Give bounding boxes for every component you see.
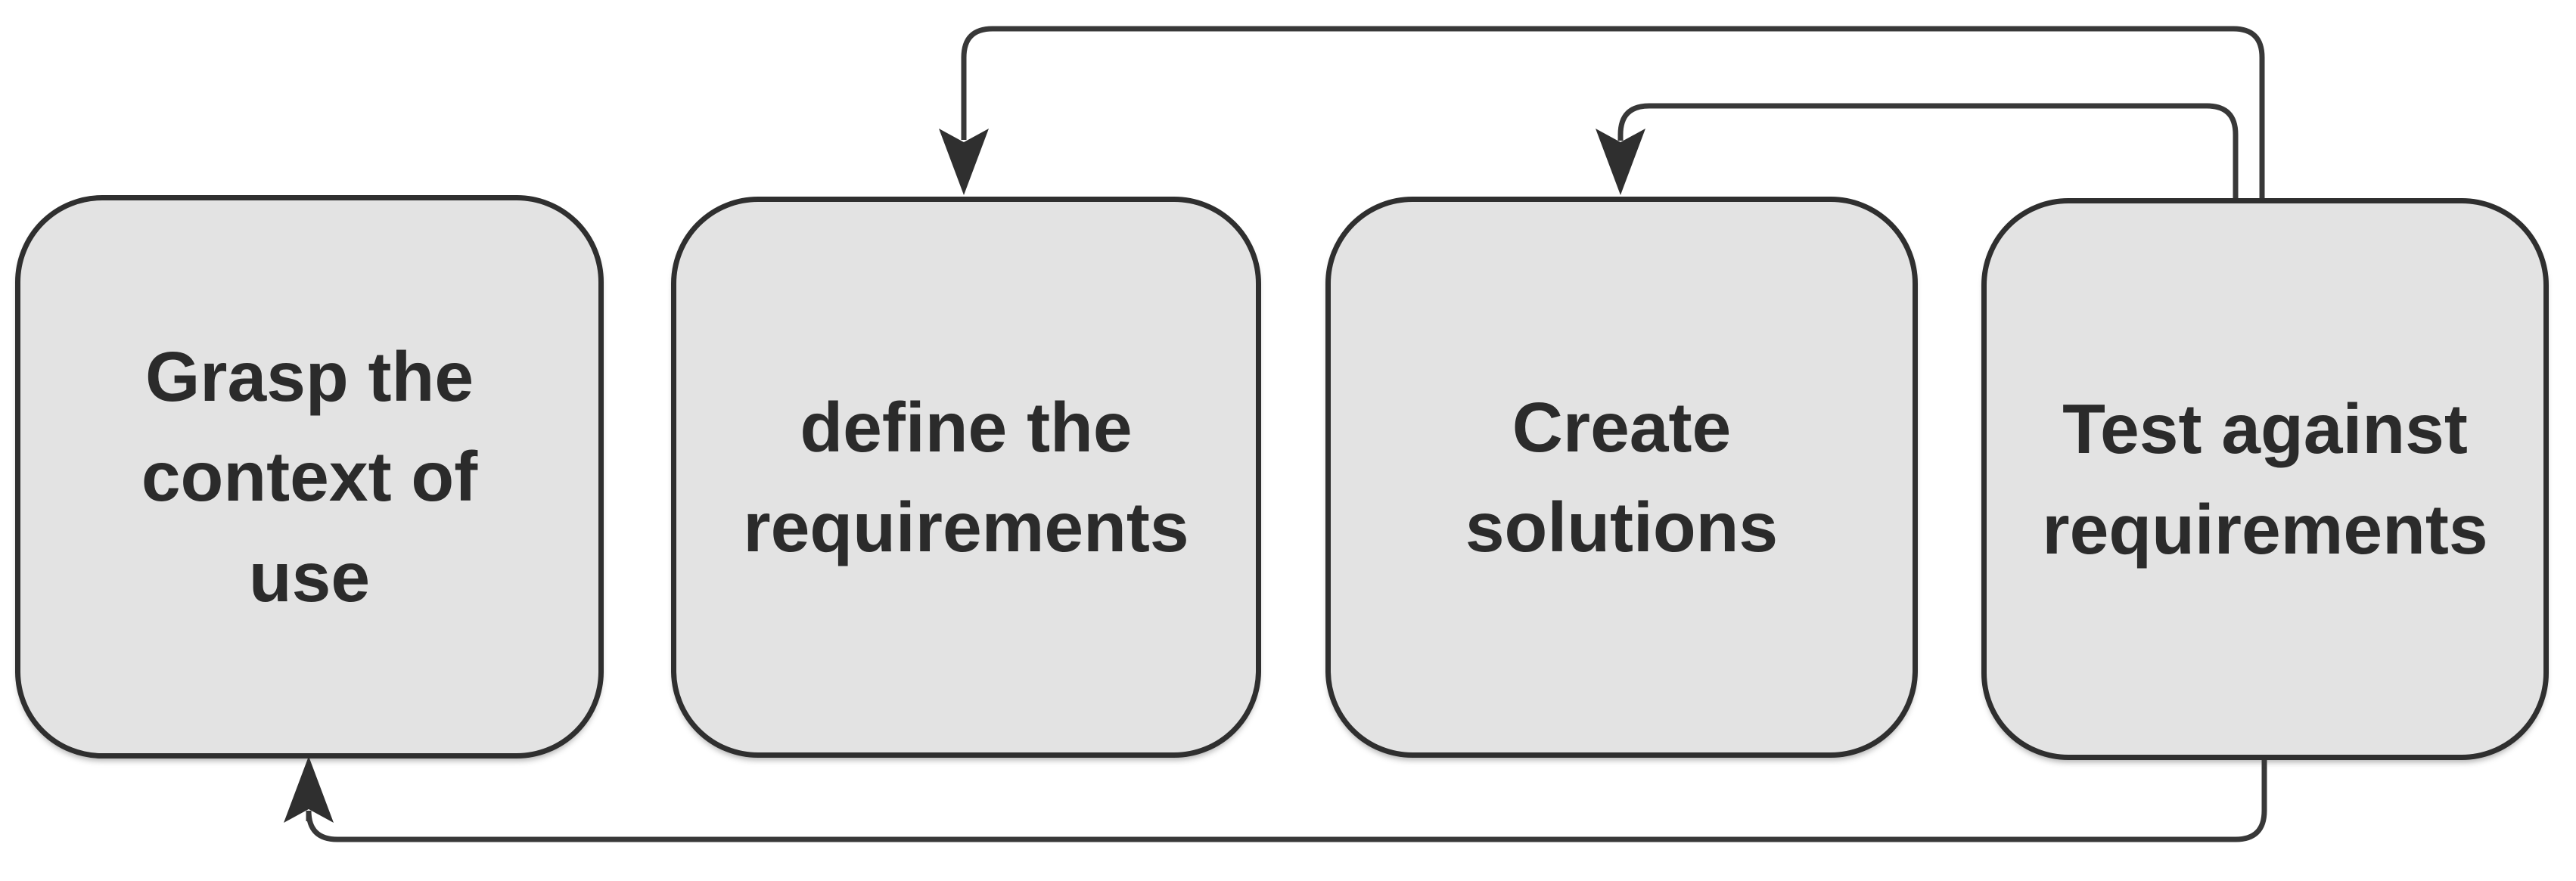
connector-test-to-grasp <box>306 760 2267 842</box>
connector-test-to-create <box>1617 103 2239 198</box>
stage-label-define-requirements: define the requirements <box>743 387 1189 566</box>
stage-label-test-requirements: Test against requirements <box>2042 389 2488 569</box>
arrowhead-into-grasp <box>284 756 334 823</box>
stage-box-test-requirements: Test against requirements <box>1981 198 2549 760</box>
stage-box-grasp-context: Grasp the context of use <box>15 195 604 758</box>
stage-label-create-solutions: Create solutions <box>1465 387 1779 566</box>
arrowhead-into-create <box>1596 129 1645 195</box>
connector-test-to-define <box>961 26 2265 198</box>
stage-box-define-requirements: define the requirements <box>671 197 1261 758</box>
stage-box-create-solutions: Create solutions <box>1325 197 1918 758</box>
stage-label-grasp-context: Grasp the context of use <box>141 337 478 616</box>
arrowhead-into-define <box>939 129 989 195</box>
